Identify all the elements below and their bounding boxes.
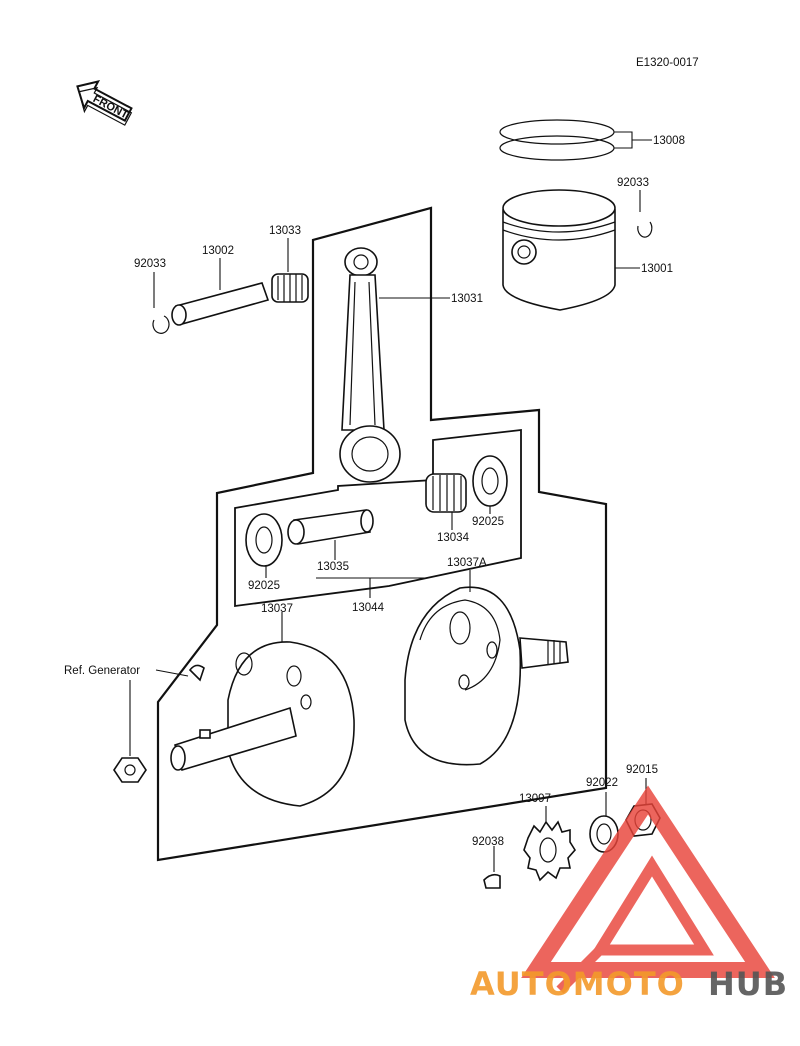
label-13002: 13002 [202,245,234,257]
label-13033: 13033 [269,225,301,237]
label-13037: 13037 [261,603,293,615]
label-13037A: 13037A [447,557,487,569]
label-13035: 13035 [317,561,349,573]
diagram-code: E1320-0017 [636,57,699,69]
woodruff-key [188,664,205,682]
watermark-text-automoto: AUTOMOTO [470,965,685,1003]
watermark-logo [521,785,775,994]
crank-half-right-13037A [404,586,569,766]
label-13044: 13044 [352,602,385,614]
label-13031: 13031 [451,293,483,305]
label-13097: 13097 [519,793,551,805]
connecting-rod-13031 [339,247,401,483]
thrust-washer-left-92025 [245,513,283,567]
label-92033-left: 92033 [134,258,166,270]
assembly-outline [156,206,608,862]
label-92015: 92015 [626,764,658,776]
circlip-left-92033 [152,315,170,334]
piston-pin-13002 [171,282,270,326]
label-13001: 13001 [641,263,673,275]
crank-pin-13035 [287,509,374,545]
label-13008: 13008 [653,135,685,147]
label-92038: 92038 [472,836,504,848]
label-92025-left: 92025 [248,580,280,592]
nut-icon [113,757,147,783]
crankshaft-kit-outline [234,428,522,608]
circlip-right-92033 [637,221,653,238]
small-end-bearing-13033 [271,273,309,303]
label-92022: 92022 [586,777,618,789]
big-end-bearing-13034 [425,473,467,513]
piston-rings-13008 [499,119,615,161]
crank-half-left-13037 [170,641,355,807]
thrust-washer-right-92025 [472,455,508,507]
front-arrow-icon: FRONT [76,80,133,126]
label-92025-right: 92025 [472,516,504,528]
watermark-text-hub: HUB [708,965,788,1003]
label-13034: 13034 [437,532,470,544]
label-ref-generator: Ref. Generator [64,665,140,677]
sprocket-13097 [523,820,576,882]
piston-13001 [502,189,616,311]
key-92038 [483,873,501,889]
label-92033-right: 92033 [617,177,649,189]
